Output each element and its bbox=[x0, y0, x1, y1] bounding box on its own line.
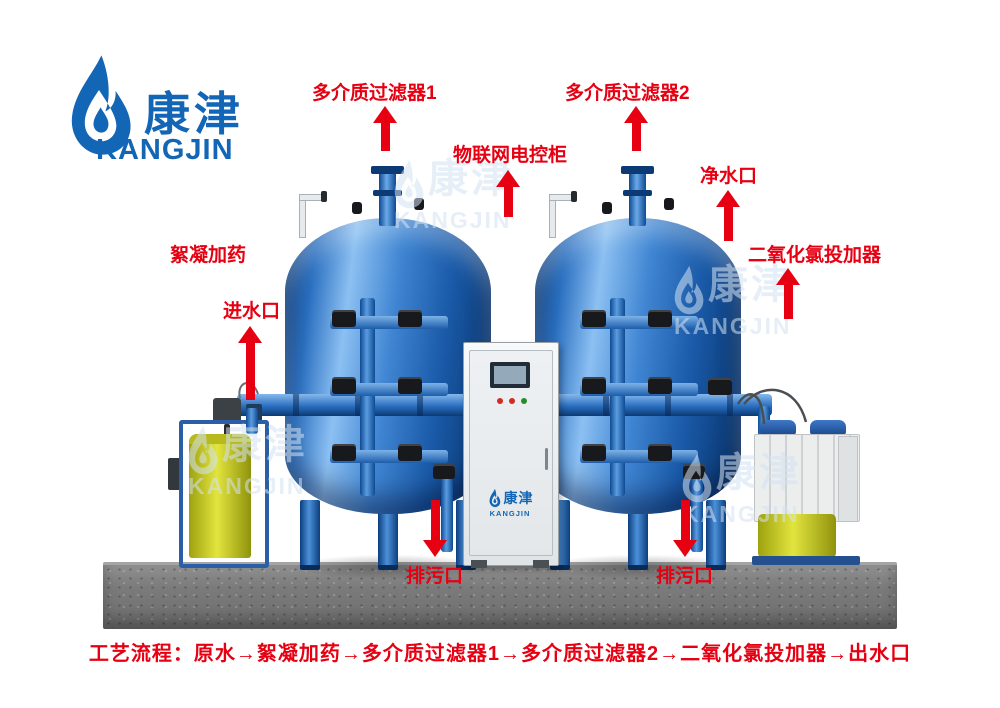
dosing-pump bbox=[168, 458, 182, 490]
water-inlet-arrow bbox=[238, 326, 262, 400]
dosing-mixer-shaft bbox=[224, 424, 230, 438]
drain-left-arrow bbox=[423, 500, 447, 557]
dosing-mixer-motor bbox=[213, 398, 241, 424]
arrow-up-icon bbox=[776, 268, 800, 285]
valve-actuator bbox=[332, 310, 356, 327]
tank2-vent-pipe bbox=[549, 194, 573, 201]
multimedia-filter-tank-2 bbox=[535, 218, 741, 514]
label-iot-cabinet: 物联网电控柜 bbox=[453, 145, 568, 166]
tank1-top-riser-pipe bbox=[379, 170, 396, 226]
tank2-vent-fitting bbox=[571, 191, 577, 202]
flame-icon bbox=[487, 488, 502, 508]
label-clean-water-outlet: 净水口 bbox=[700, 166, 758, 187]
cabinet-door-handle bbox=[545, 448, 548, 470]
clo2-doser-arrow bbox=[776, 268, 800, 319]
clo2-solution-tank bbox=[758, 514, 836, 558]
filter1-arrow bbox=[373, 106, 397, 151]
cabinet-logo-cn: 康津 bbox=[503, 490, 534, 506]
tank2-leg bbox=[706, 500, 726, 570]
valve-actuator bbox=[648, 377, 672, 394]
valve-actuator bbox=[648, 444, 672, 461]
valve-actuator bbox=[398, 377, 422, 394]
arrow-down-icon bbox=[673, 540, 697, 557]
valve-actuator bbox=[582, 377, 606, 394]
valve-actuator bbox=[332, 377, 356, 394]
arrow-up-icon bbox=[716, 190, 740, 207]
cabinet-indicator-light bbox=[497, 398, 503, 404]
label-flocculation-dosing: 絮凝加药 bbox=[170, 245, 247, 266]
cabinet-foot bbox=[533, 560, 549, 568]
tank1-vent-pipe bbox=[299, 194, 323, 201]
clean-water-outlet-arrow bbox=[716, 190, 740, 241]
doser-cap bbox=[810, 420, 846, 435]
label-clo2-doser: 二氧化氯投加器 bbox=[748, 245, 882, 266]
iot-cabinet-arrow bbox=[496, 170, 520, 217]
arrow-up-icon bbox=[373, 106, 397, 123]
multimedia-filter-tank-1 bbox=[285, 218, 491, 514]
tank2-front-pipe bbox=[610, 298, 625, 496]
tank1-leg bbox=[300, 500, 320, 570]
doser-cap bbox=[760, 420, 796, 435]
label-water-inlet: 进水口 bbox=[223, 301, 281, 322]
tank1-vent-fitting bbox=[321, 191, 327, 202]
tank1-front-pipe bbox=[360, 298, 375, 496]
tank2-dome-fitting bbox=[602, 202, 612, 214]
brand-name-en: KANGJIN bbox=[96, 134, 234, 166]
valve-actuator bbox=[582, 310, 606, 327]
valve-actuator bbox=[648, 310, 672, 327]
valve-actuator bbox=[398, 444, 422, 461]
tank2-leg bbox=[628, 500, 648, 570]
filter2-arrow bbox=[624, 106, 648, 151]
clo2-doser-side-panel bbox=[838, 436, 858, 522]
inlet-connection-pipe bbox=[246, 408, 258, 434]
brand-logo: 康津 KANGJIN bbox=[58, 52, 273, 184]
dosing-unit-frame bbox=[179, 420, 269, 568]
brand-name-cn: 康津 bbox=[144, 88, 244, 140]
tank1-dome-fitting bbox=[352, 202, 362, 214]
process-flow-text: 工艺流程：原水→絮凝加药→多介质过滤器1→多介质过滤器2→二氧化氯投加器→出水口 bbox=[88, 643, 912, 665]
concrete-base-platform bbox=[103, 562, 897, 629]
tank1-drain-valve bbox=[433, 464, 455, 479]
valve-actuator bbox=[332, 444, 356, 461]
tank1-riser-flange bbox=[371, 166, 404, 174]
valve-actuator bbox=[708, 378, 732, 395]
flocculant-tank-lid bbox=[189, 434, 251, 444]
tank2-dome-fitting bbox=[664, 198, 674, 210]
tank2-riser-flange bbox=[623, 190, 652, 196]
cabinet-indicator-light bbox=[509, 398, 515, 404]
cabinet-brand-logo: 康津 KANGJIN bbox=[480, 488, 540, 518]
cabinet-logo-en: KANGJIN bbox=[489, 509, 531, 518]
arrow-down-icon bbox=[423, 540, 447, 557]
tank1-dome-fitting bbox=[414, 198, 424, 210]
label-filter1: 多介质过滤器1 bbox=[312, 83, 437, 104]
arrow-up-icon bbox=[624, 106, 648, 123]
tank2-riser-flange bbox=[621, 166, 654, 174]
tank1-riser-flange bbox=[373, 190, 402, 196]
valve-actuator bbox=[398, 310, 422, 327]
cabinet-foot bbox=[471, 560, 487, 568]
label-drain-left: 排污口 bbox=[406, 566, 464, 587]
label-drain-right: 排污口 bbox=[656, 566, 714, 587]
tank1-leg bbox=[378, 500, 398, 570]
tank2-drain-valve bbox=[683, 464, 705, 479]
tank2-top-riser-pipe bbox=[629, 170, 646, 226]
clo2-doser-base-frame bbox=[752, 556, 860, 565]
cabinet-display-screen bbox=[490, 362, 530, 388]
label-filter2: 多介质过滤器2 bbox=[565, 83, 690, 104]
drain-right-arrow bbox=[673, 500, 697, 557]
arrow-up-icon bbox=[238, 326, 262, 343]
cabinet-indicator-light bbox=[521, 398, 527, 404]
valve-actuator bbox=[582, 444, 606, 461]
tank1-drain-pipe bbox=[441, 468, 453, 552]
arrow-up-icon bbox=[496, 170, 520, 187]
